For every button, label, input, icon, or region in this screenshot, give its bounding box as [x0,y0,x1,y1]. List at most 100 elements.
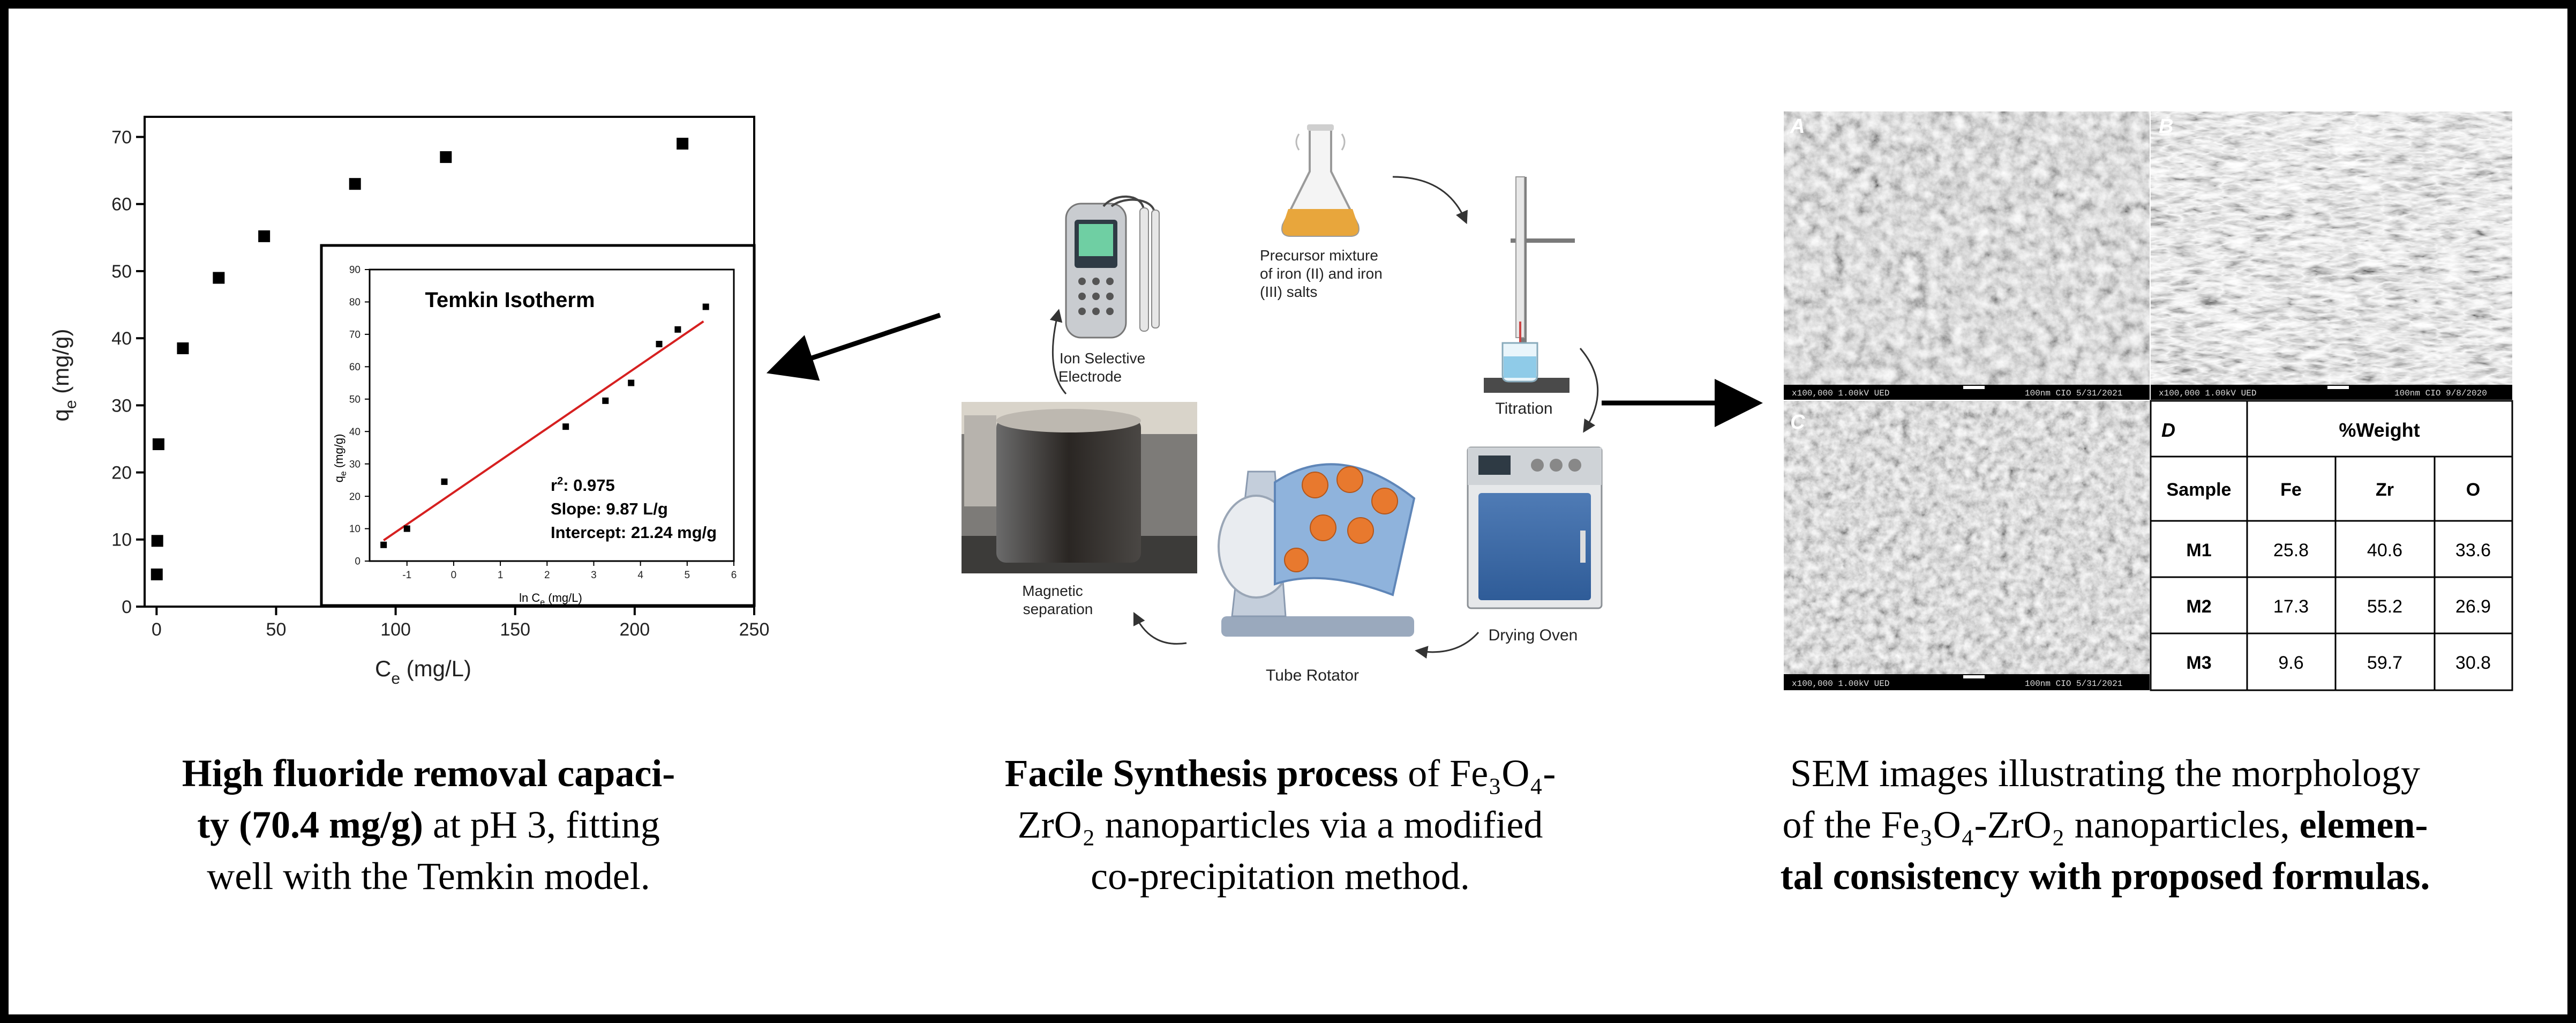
main-y-tick-label: 20 [111,462,132,483]
table-cell: 25.8 [2273,540,2309,561]
main-x-tick-label: 0 [152,619,162,640]
inset-y-tick-label: 80 [349,297,361,308]
flow-arrow-4 [1415,632,1479,659]
main-x-tick-label: 250 [739,619,770,640]
arrow-to-chart [766,312,941,381]
main-data-point [677,138,689,150]
inset-r2: r2: 0.975 [551,475,615,495]
precursor-label-2: of iron (II) and iron [1260,265,1383,282]
titration-label: Titration [1495,400,1552,417]
inset-plot-frame [369,268,735,562]
inset-x-tick-label: 3 [591,570,597,581]
table-cell: 26.9 [2455,596,2491,617]
sem-image-a: x100,000 1.00kV UED 100nm CIO 5/31/2021 … [1784,111,2150,400]
sem-image-c: x100,000 1.00kV UED 100nm CIO 5/31/2021 … [1784,401,2150,690]
svg-text:100nm CIO 5/31/2021: 100nm CIO 5/31/2021 [2025,679,2122,689]
erlenmeyer-flask-icon [1281,124,1360,237]
inset-data-point [562,423,569,430]
main-data-point [151,535,163,547]
table-col-zr: Zr [2376,480,2394,500]
table-cell: 17.3 [2273,596,2309,617]
main-data-point [258,230,271,242]
main-data-point [349,178,361,190]
table-corner-label: D [2161,419,2175,441]
inset-fit-line [383,320,704,541]
table-cell: 30.8 [2455,653,2491,673]
precursor-label-3: (III) salts [1260,283,1317,300]
inset-data-point [702,303,709,310]
ion-selective-electrode-icon [1065,195,1160,339]
inset-y-tick-label: 50 [349,394,361,405]
magnetic-label-2: separation [1023,601,1093,617]
main-data-point [151,568,163,580]
inset-x-axis-label: ln Ce (mg/L) [519,591,582,607]
svg-text:x100,000 1.00kV UED: x100,000 1.00kV UED [1792,679,1889,689]
flow-arrow-5 [1133,611,1187,645]
inset-x-tick-label: 2 [544,570,550,581]
table-cell: 9.6 [2278,653,2303,673]
inset-data-point [628,379,635,386]
sem-letter-c: C [1790,411,1805,434]
inset-y-tick-label: 0 [355,556,361,567]
inset-slope: Slope: 9.87 L/g [551,499,668,518]
inset-x-tick-label: 4 [637,570,643,581]
inset-x-tick-label: 5 [685,570,690,581]
inset-x-tick-label: 0 [451,570,457,581]
main-x-axis-label: Ce (mg/L) [375,656,471,688]
main-data-point [440,151,452,163]
table-cell: M3 [2186,653,2211,673]
inset-y-tick-label: 90 [349,265,361,276]
precursor-label-1: Precursor mixture [1260,247,1378,264]
table-cell: 59.7 [2367,653,2402,673]
inset-x-tick-label: 6 [731,570,737,581]
table-cell: 33.6 [2455,540,2491,561]
svg-text:x100,000 1.00kV UED: x100,000 1.00kV UED [1792,389,1889,398]
main-y-tick-label: 50 [111,262,132,282]
main-y-tick-label: 70 [111,127,132,147]
ion-electrode-label-2: Electrode [1058,368,1122,385]
main-y-tick-label: 60 [111,195,132,215]
svg-text:x100,000 1.00kV UED: x100,000 1.00kV UED [2159,389,2256,398]
inset-data-point [403,525,410,532]
caption-middle: Facile Synthesis process of Fe₃O₄- ZrO₂ … [1004,752,1556,898]
inset-data-point [656,341,663,348]
sem-letter-a: A [1790,115,1805,138]
svg-text:100nm CIO 5/31/2021: 100nm CIO 5/31/2021 [2025,389,2122,398]
flow-arrow-2 [1392,176,1468,225]
main-x-tick-label: 150 [500,619,530,640]
main-data-point [213,272,225,284]
composition-table: D %Weight Sample Fe Zr O M1 25.8 40.6 33… [2150,400,2513,691]
sem-panel: x100,000 1.00kV UED 100nm CIO 5/31/2021 … [1784,111,2513,691]
inset-y-tick-label: 60 [349,362,361,373]
main-y-tick-label: 0 [122,597,132,617]
main-y-tick-label: 40 [111,328,132,349]
svg-text:100nm CIO 9/8/2020: 100nm CIO 9/8/2020 [2394,389,2487,398]
inset-y-tick-label: 30 [349,459,361,470]
synthesis-process-diagram: Ion Selective Electrode Precursor mixtur… [766,124,1763,684]
main-data-point [152,438,164,451]
inset-y-tick-label: 20 [349,491,361,503]
table-col-sample: Sample [2167,480,2232,500]
tube-rotator-label: Tube Rotator [1266,667,1359,684]
inset-data-point [380,541,387,548]
flow-arrow-1 [1049,309,1067,394]
table-cell: 55.2 [2367,596,2402,617]
table-cell: M1 [2186,540,2211,561]
flow-arrow-3 [1579,348,1599,433]
main-y-tick-label: 30 [111,395,132,416]
drying-oven-label: Drying Oven [1489,626,1578,644]
inset-y-tick-label: 70 [349,330,361,341]
table-cell: 40.6 [2367,540,2402,561]
inset-x-tick-label: -1 [402,570,411,581]
inset-y-axis-label: qe (mg/g) [332,434,348,483]
inset-data-point [602,397,609,404]
inset-intercept: Intercept: 21.24 mg/g [551,523,717,542]
ion-electrode-label-1: Ion Selective [1060,350,1145,367]
inset-x-tick-label: 1 [498,570,504,581]
titration-stand-icon [1484,176,1575,393]
inset-data-point [674,326,681,333]
caption-left: High fluoride removal capaci- ty (70.4 m… [182,752,675,898]
main-y-tick-label: 10 [111,530,132,550]
main-x-tick-label: 50 [266,619,287,640]
main-y-axis-label: qe (mg/g) [48,328,80,421]
